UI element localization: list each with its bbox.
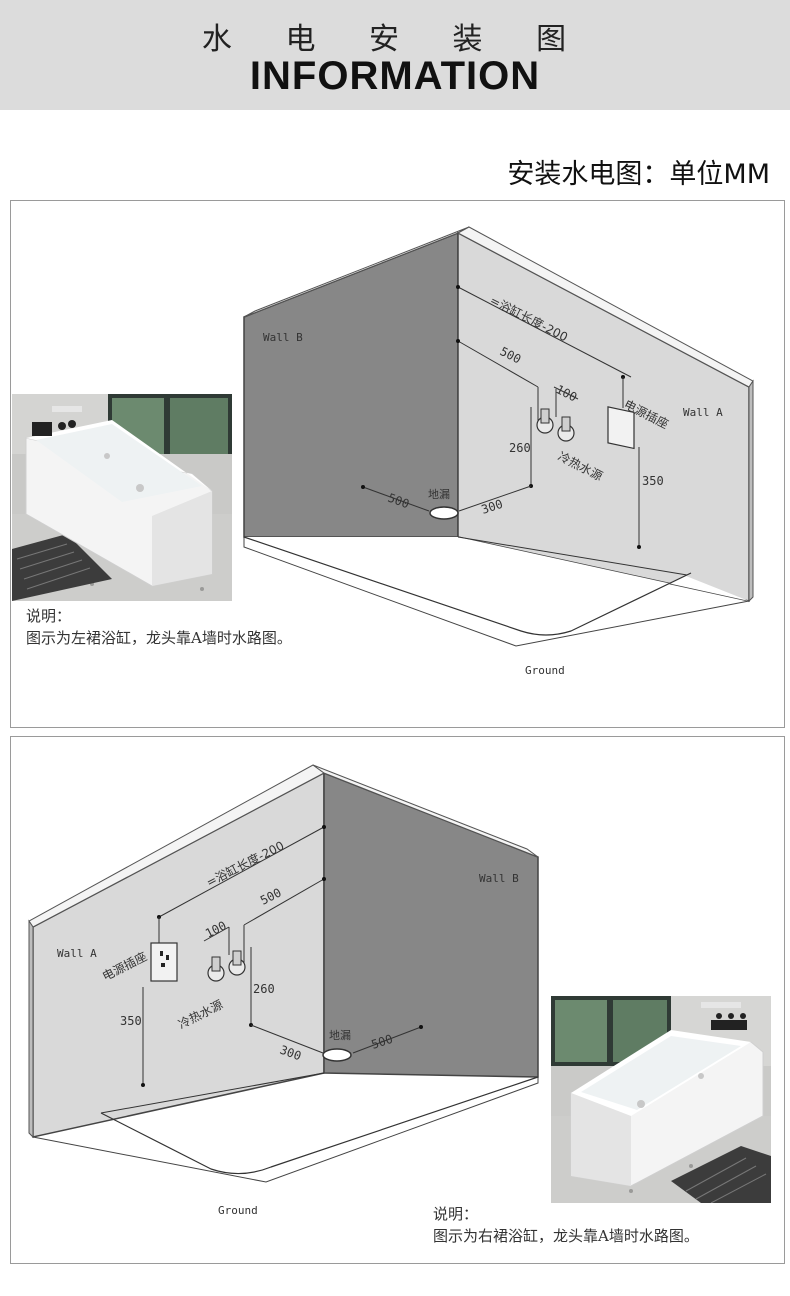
wall-a-face [32, 771, 325, 1138]
header-banner: 水 电 安 装 图 INFORMATION [0, 0, 790, 110]
title-cn: 水 电 安 装 图 [201, 22, 589, 57]
install-diagram-right [28, 764, 539, 1183]
note-left: 说明： 图示为左裙浴缸，龙头靠A墙时水路图。 [26, 605, 292, 649]
wall-b-face [243, 231, 459, 538]
power-socket-icon [607, 406, 635, 450]
wall-b-face [323, 771, 539, 1078]
bathtub-photo-right [551, 996, 771, 1203]
wall-a-face [457, 231, 750, 602]
note-text: 图示为右裙浴缸，龙头靠A墙时水路图。 [433, 1227, 699, 1245]
note-title: 说明： [433, 1205, 479, 1223]
install-diagram-left [243, 226, 754, 647]
diagram-panel-left-skirt: Wall B Wall A =浴缸长度-200 500 100 260 350 … [10, 200, 785, 728]
note-title: 说明： [26, 607, 72, 625]
water-valve-icon [207, 950, 246, 982]
diagram-panel-right-skirt: Wall B Wall A =浴缸长度-200 500 100 260 350 … [10, 736, 785, 1264]
note-right: 说明： 图示为右裙浴缸，龙头靠A墙时水路图。 [433, 1203, 699, 1247]
subtitle-unit: 安装水电图：单位MM [507, 159, 770, 190]
title-en: INFORMATION [249, 54, 541, 98]
floor-drain-icon [322, 1048, 352, 1062]
water-valve-icon [536, 408, 575, 442]
floor-drain-icon [429, 506, 459, 520]
note-text: 图示为左裙浴缸，龙头靠A墙时水路图。 [26, 629, 292, 647]
power-socket-icon [150, 942, 178, 982]
bathtub-photo-left [12, 394, 232, 601]
